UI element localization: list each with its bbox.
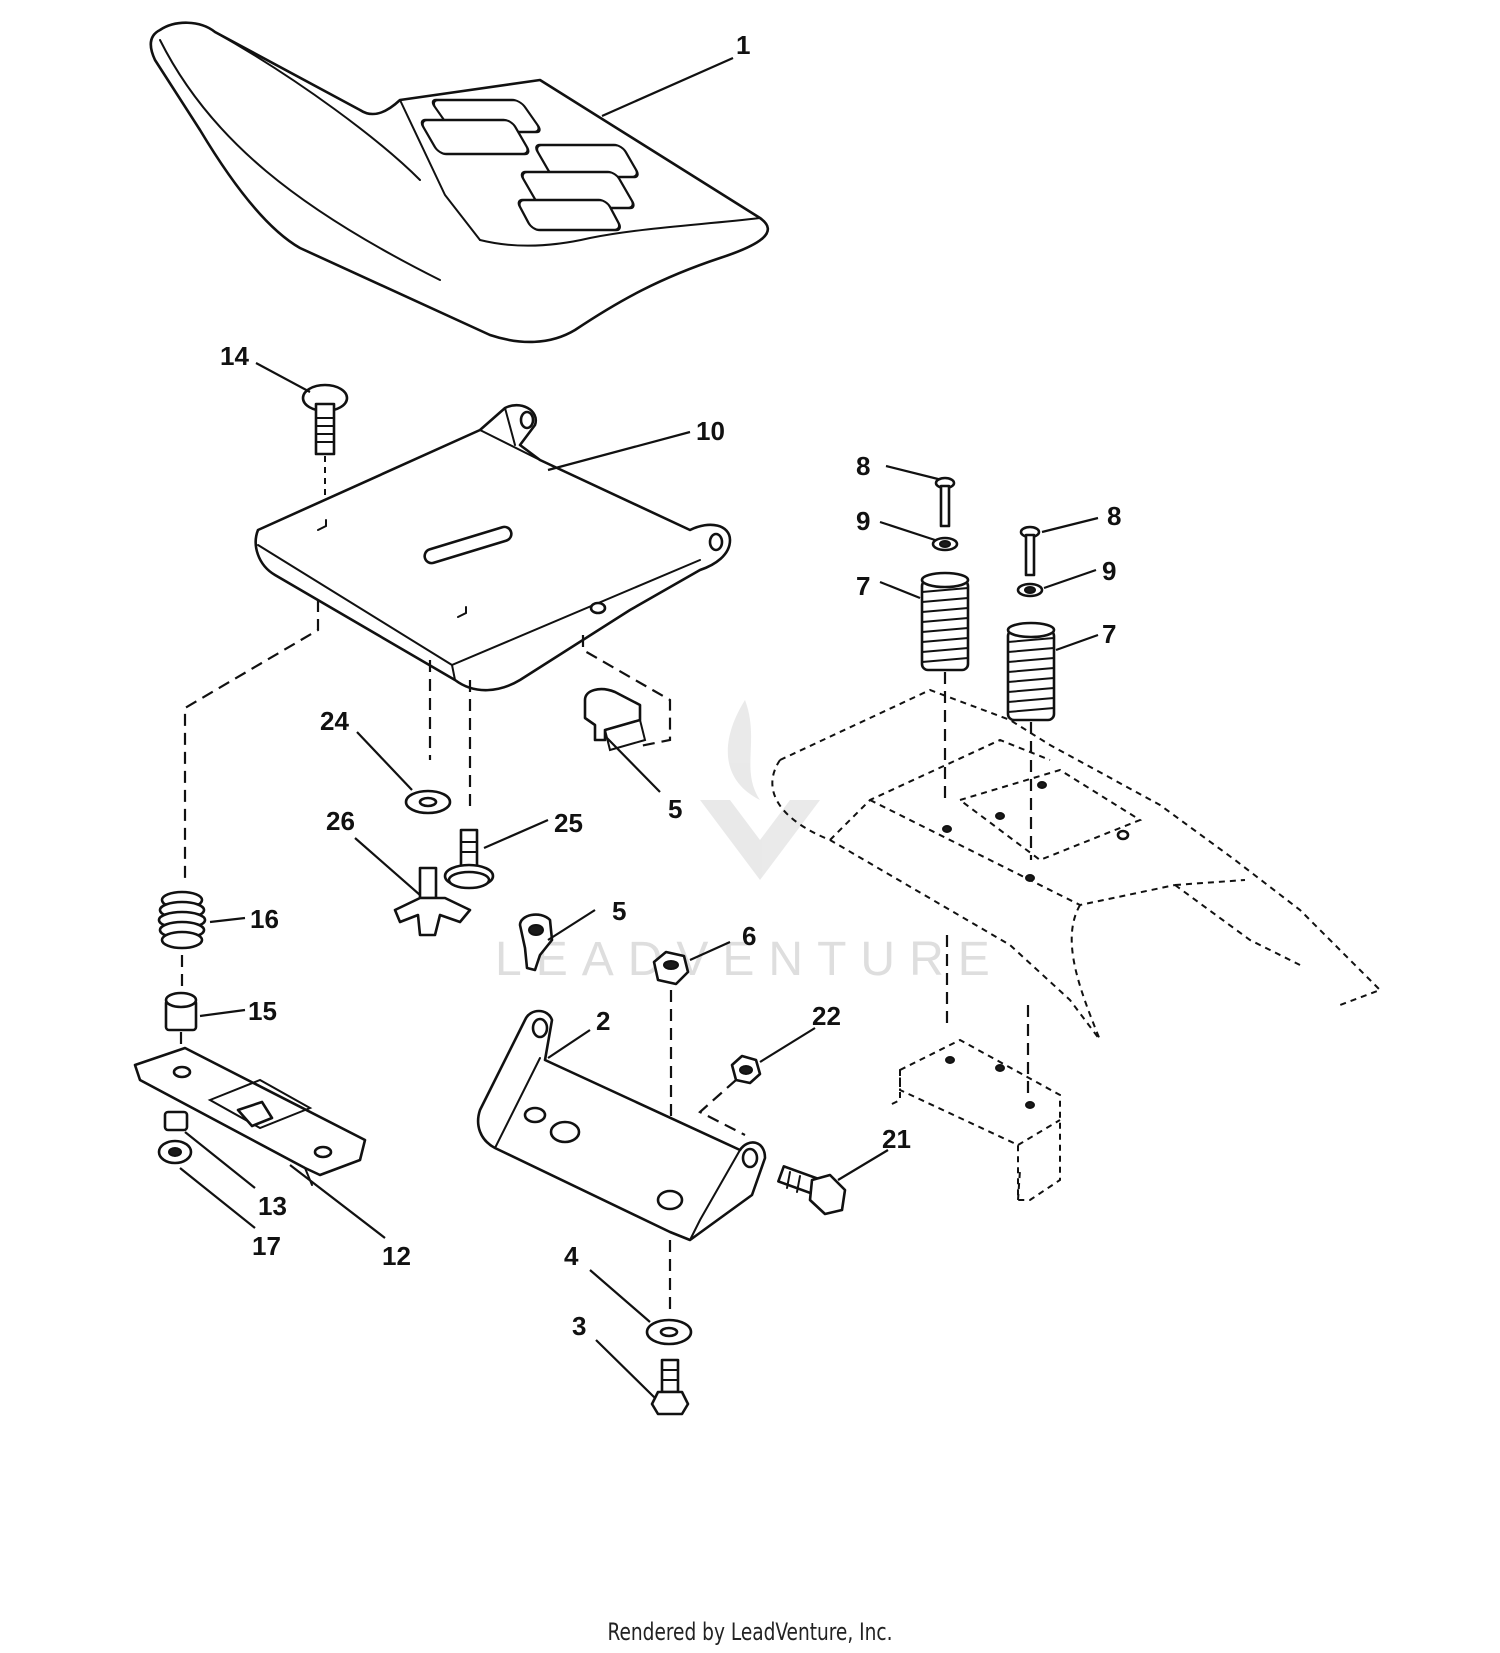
seat-clip-lower <box>518 909 596 972</box>
callout-5-upper: 5 <box>668 794 682 824</box>
pivot-bolt <box>777 1149 889 1216</box>
callout-labels: 1 2 3 4 5 5 6 7 7 8 8 9 9 10 12 13 14 15… <box>220 30 1121 1341</box>
callout-7-right: 7 <box>1102 619 1116 649</box>
callout-22: 22 <box>812 1001 841 1031</box>
callout-26: 26 <box>326 806 355 836</box>
callout-1: 1 <box>736 30 750 60</box>
callout-15: 15 <box>248 996 277 1026</box>
carriage-bolt <box>255 362 349 530</box>
callout-9-left: 9 <box>856 506 870 536</box>
seat-pan <box>254 403 732 692</box>
seat-adjust-plate <box>133 1046 386 1239</box>
shoulder-bolt <box>443 818 549 890</box>
spring-stack-left <box>879 464 970 800</box>
seat <box>149 21 770 344</box>
flat-washer <box>356 731 452 815</box>
callout-8-left: 8 <box>856 451 870 481</box>
spring-stack-right <box>1006 516 1099 860</box>
adjustment-knob <box>354 837 472 937</box>
callout-9-right: 9 <box>1102 556 1116 586</box>
callout-10: 10 <box>696 416 725 446</box>
callout-21: 21 <box>882 1124 911 1154</box>
hex-nut <box>698 1027 816 1136</box>
callout-12: 12 <box>382 1241 411 1271</box>
compression-spring <box>157 890 246 990</box>
fender-outline <box>771 688 1382 1100</box>
callout-25: 25 <box>554 808 583 838</box>
watermark: LEADVENTURE <box>495 700 1004 986</box>
callout-5-lower: 5 <box>612 896 626 926</box>
callout-8-right: 8 <box>1107 501 1121 531</box>
bushing <box>164 991 246 1060</box>
hex-nut-small <box>163 1110 256 1189</box>
callout-16: 16 <box>250 904 279 934</box>
pivot-bracket <box>476 1009 767 1310</box>
callout-14: 14 <box>220 341 249 371</box>
flat-washer-lower <box>589 1269 693 1346</box>
callout-24: 24 <box>320 706 349 736</box>
callout-2: 2 <box>596 1006 610 1036</box>
callout-3: 3 <box>572 1311 586 1341</box>
footer-credit: Rendered by LeadVenture, Inc. <box>607 1618 893 1646</box>
seat-clip-upper <box>583 687 661 793</box>
watermark-text: LEADVENTURE <box>495 933 1004 986</box>
hex-bolt <box>595 1339 690 1416</box>
callout-17: 17 <box>252 1231 281 1261</box>
callout-13: 13 <box>258 1191 287 1221</box>
callout-7-left: 7 <box>856 571 870 601</box>
callout-4: 4 <box>564 1241 579 1271</box>
callout-6: 6 <box>742 921 756 951</box>
frame-bracket-outline <box>889 1038 1061 1201</box>
lock-nut <box>652 940 731 1130</box>
flange-nut <box>157 1139 256 1229</box>
